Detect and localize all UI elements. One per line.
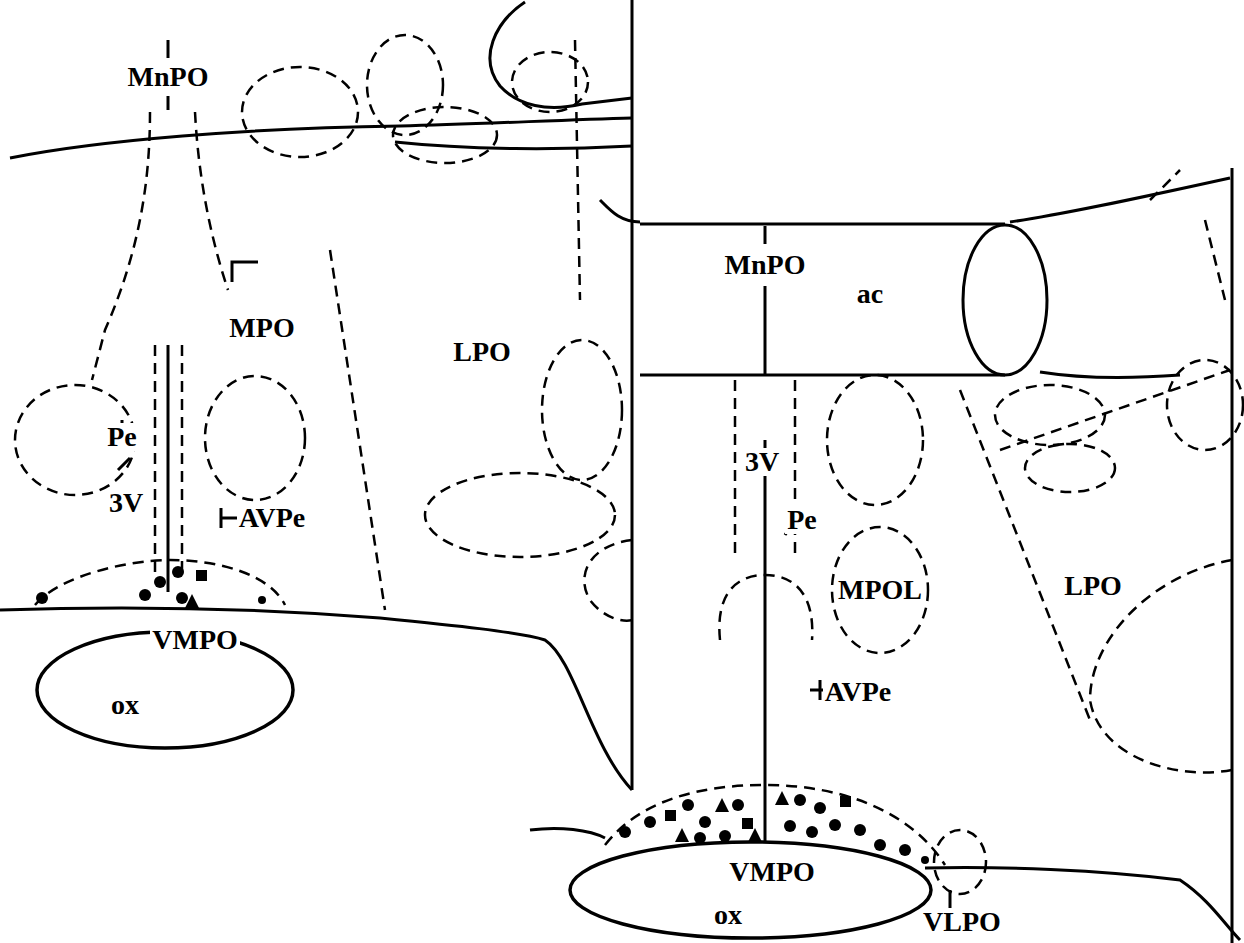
region-label: AVPe <box>237 504 307 532</box>
region-label: LPO <box>1062 572 1124 600</box>
region-label: MPOL <box>838 576 922 604</box>
node-outline <box>640 222 1055 378</box>
region-label: MnPO <box>723 251 808 279</box>
optic-chiasm: ox <box>568 840 933 940</box>
region-label: Pe <box>105 423 139 451</box>
nucleus-region: MPOL <box>830 525 930 655</box>
region-label: AVPe <box>823 678 893 706</box>
anterior-commissure: ac <box>640 222 1055 378</box>
region-label: 3V <box>107 489 145 517</box>
region-label: ox <box>111 691 139 719</box>
region-label: MPO <box>227 314 296 342</box>
region-label: LPO <box>451 338 513 366</box>
region-label: MnPO <box>126 63 211 91</box>
node-outline <box>568 840 933 940</box>
region-label: VLPO <box>921 908 1003 936</box>
region-label: ac <box>857 280 883 308</box>
region-label: Pe <box>785 506 819 534</box>
region-label: ox <box>714 901 742 929</box>
region-label: VMPO <box>727 858 817 886</box>
region-label: VMPO <box>150 626 240 654</box>
region-label: 3V <box>743 448 781 476</box>
